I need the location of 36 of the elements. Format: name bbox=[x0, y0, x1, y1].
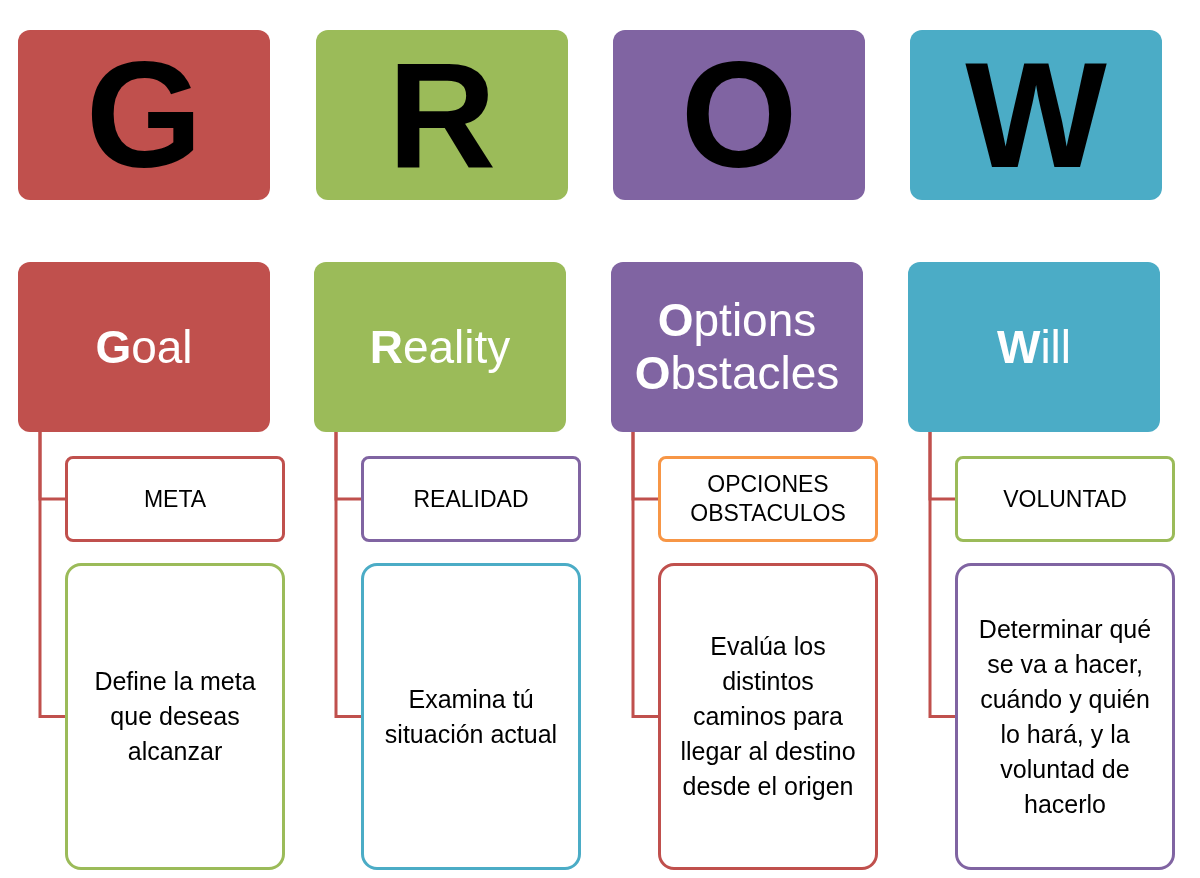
connector-line bbox=[631, 432, 658, 718]
label-box bbox=[955, 456, 1175, 542]
description: OPCIONES OBSTACULOS bbox=[689, 470, 847, 528]
connector-line bbox=[334, 432, 361, 718]
letter-box bbox=[910, 30, 1162, 200]
letter: W bbox=[965, 40, 1107, 190]
description: Evalúa los distintos caminos para llegar al destino desde el origen bbox=[679, 631, 857, 802]
letter-box bbox=[613, 30, 865, 200]
letter-box bbox=[18, 30, 270, 200]
description: META bbox=[143, 484, 207, 514]
description: Examina tú situación actual bbox=[383, 683, 559, 750]
description: VOLUNTAD bbox=[1003, 484, 1127, 514]
heading: Reality bbox=[369, 320, 511, 374]
description: Define la meta que deseas alcanzar bbox=[93, 666, 257, 767]
heading-box bbox=[611, 262, 863, 432]
heading-box bbox=[314, 262, 566, 432]
letter-box bbox=[316, 30, 568, 200]
description-box bbox=[361, 563, 581, 870]
heading: Options Obstacles bbox=[633, 294, 841, 400]
connector-line bbox=[38, 432, 65, 718]
description-box bbox=[65, 563, 285, 870]
heading-box bbox=[18, 262, 270, 432]
connector-line bbox=[928, 432, 955, 718]
letter: G bbox=[85, 40, 203, 190]
label-box bbox=[658, 456, 878, 542]
description: REALIDAD bbox=[413, 484, 529, 514]
description: Determinar qué se va a hacer, cuándo y quién lo hará, y la voluntad de hacerlo bbox=[977, 613, 1153, 820]
letter: R bbox=[387, 40, 497, 190]
letter: O bbox=[680, 40, 798, 190]
description-box bbox=[955, 563, 1175, 870]
heading: Will bbox=[996, 320, 1072, 374]
heading-box bbox=[908, 262, 1160, 432]
description-box bbox=[658, 563, 878, 870]
heading: Goal bbox=[95, 320, 193, 374]
label-box bbox=[65, 456, 285, 542]
label-box bbox=[361, 456, 581, 542]
